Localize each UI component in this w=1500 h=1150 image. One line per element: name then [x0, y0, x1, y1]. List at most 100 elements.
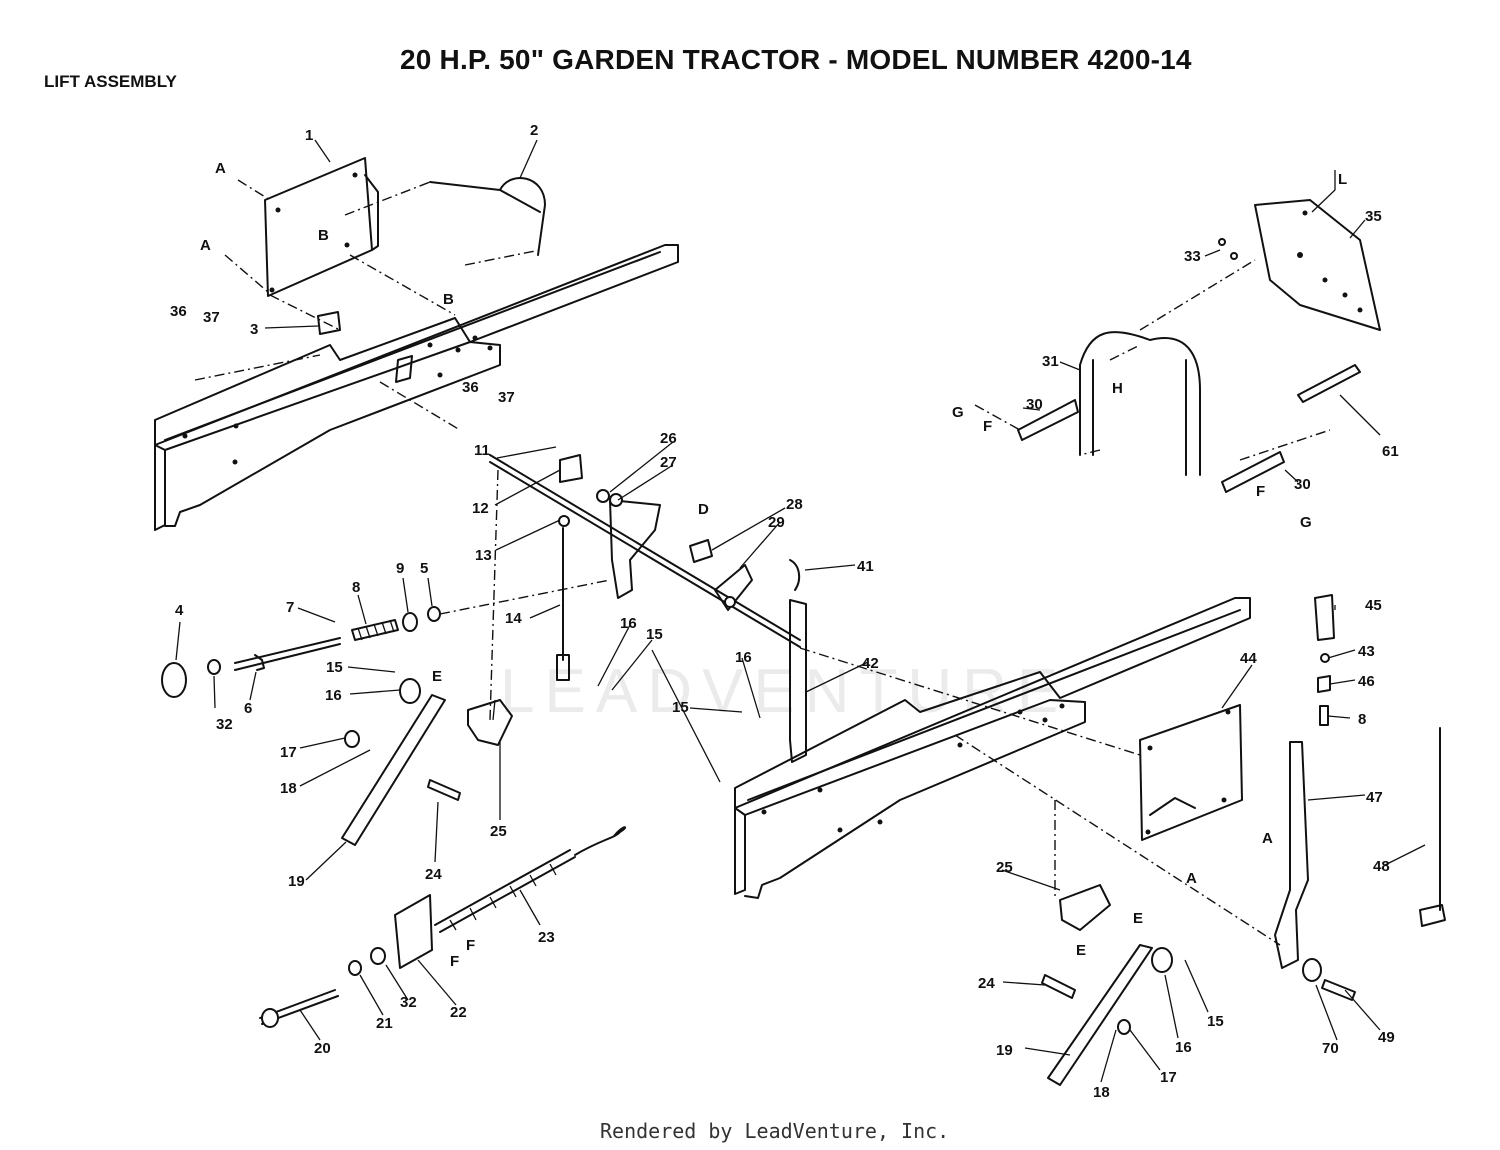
callout-16c: 16: [735, 649, 752, 666]
callout-labels: 1 2 3 4 5 6 7 8 8 9 11 12 13 14 15 15 15…: [170, 122, 1399, 1101]
callout-8b: 8: [1358, 711, 1366, 728]
letter-A1: A: [215, 160, 226, 177]
callout-18b: 18: [1093, 1084, 1110, 1101]
callout-31: 31: [1042, 353, 1059, 370]
callout-17a: 17: [280, 744, 297, 761]
footer-credit: Rendered by LeadVenture, Inc.: [600, 1119, 950, 1143]
letter-B2: B: [443, 291, 454, 308]
callout-5: 5: [420, 560, 428, 577]
callout-8a: 8: [352, 579, 360, 596]
callout-37a: 37: [203, 309, 220, 326]
part-25-bracket-left: [467, 699, 513, 746]
letter-D: D: [698, 501, 709, 518]
callout-13: 13: [475, 547, 492, 564]
left-frame-rail: [154, 244, 679, 531]
callout-9: 9: [396, 560, 404, 577]
callout-16b: 16: [620, 615, 637, 632]
callout-15a: 15: [326, 659, 343, 676]
letter-L: L: [1338, 171, 1347, 188]
callout-30b: 30: [1294, 476, 1311, 493]
letter-E3: E: [1076, 942, 1086, 959]
callout-21: 21: [376, 1015, 393, 1032]
assembly-lines: [194, 179, 1331, 946]
letter-A2: A: [200, 237, 211, 254]
part-23-spring: [434, 826, 627, 933]
part-44-mounting-plate: [1139, 704, 1243, 841]
callout-33: 33: [1184, 248, 1201, 265]
callout-12: 12: [472, 500, 489, 517]
letter-A3: A: [1262, 830, 1273, 847]
upper-right-assembly: [1017, 199, 1381, 493]
callout-27: 27: [660, 454, 677, 471]
letter-F1: F: [983, 418, 992, 435]
callout-49: 49: [1378, 1029, 1395, 1046]
letter-F2: F: [1256, 483, 1265, 500]
part-14-rod: [556, 515, 570, 681]
callout-25b: 25: [996, 859, 1013, 876]
spring-group: [161, 606, 441, 698]
part-19-left-link: [341, 678, 461, 846]
callout-32b: 32: [400, 994, 417, 1011]
callout-41: 41: [857, 558, 874, 575]
right-lower-linkage: [1041, 884, 1173, 1086]
callout-7: 7: [286, 599, 294, 616]
callout-15d: 15: [1207, 1013, 1224, 1030]
callout-24b: 24: [978, 975, 995, 992]
callout-70: 70: [1322, 1040, 1339, 1057]
callout-16d: 16: [1175, 1039, 1192, 1056]
callout-32a: 32: [216, 716, 233, 733]
callout-19a: 19: [288, 873, 305, 890]
callout-18a: 18: [280, 780, 297, 797]
callout-17b: 17: [1160, 1069, 1177, 1086]
callout-35: 35: [1365, 208, 1382, 225]
callout-23: 23: [538, 929, 555, 946]
part-42-link: [789, 559, 807, 763]
callout-3: 3: [250, 321, 258, 338]
lever-47: [1274, 594, 1446, 1001]
callout-29: 29: [768, 514, 785, 531]
page-title: 20 H.P. 50" GARDEN TRACTOR - MODEL NUMBE…: [400, 44, 1192, 75]
letter-F4: F: [450, 953, 459, 970]
callout-25a: 25: [490, 823, 507, 840]
callout-44: 44: [1240, 650, 1257, 667]
section-label: LIFT ASSEMBLY: [44, 72, 177, 91]
letter-H: H: [1112, 380, 1123, 397]
callout-26: 26: [660, 430, 677, 447]
callout-43: 43: [1358, 643, 1375, 660]
part-2-rod: [429, 177, 546, 256]
callout-19b: 19: [996, 1042, 1013, 1059]
letter-G1: G: [952, 404, 964, 421]
callout-6: 6: [244, 700, 252, 717]
callout-48: 48: [1373, 858, 1390, 875]
callout-14: 14: [505, 610, 522, 627]
callout-61: 61: [1382, 443, 1399, 460]
callout-36b: 36: [462, 379, 479, 396]
letter-E1: E: [432, 668, 442, 685]
letter-F3: F: [466, 937, 475, 954]
callout-24a: 24: [425, 866, 442, 883]
callout-16a: 16: [325, 687, 342, 704]
letter-G2: G: [1300, 514, 1312, 531]
leader-lines: [175, 139, 1426, 1083]
callout-2: 2: [530, 122, 538, 139]
callout-22: 22: [450, 1004, 467, 1021]
callout-36a: 36: [170, 303, 187, 320]
callout-15b: 15: [646, 626, 663, 643]
callout-1: 1: [305, 127, 313, 144]
callout-47: 47: [1366, 789, 1383, 806]
callout-45: 45: [1365, 597, 1382, 614]
callout-46: 46: [1358, 673, 1375, 690]
callout-20: 20: [314, 1040, 331, 1057]
callout-30a: 30: [1026, 396, 1043, 413]
callout-4: 4: [175, 602, 184, 619]
part-1-mounting-plate: [264, 157, 379, 297]
callout-42: 42: [862, 655, 879, 672]
right-frame-rail: [734, 597, 1251, 899]
watermark: LEADVENTURE: [500, 657, 1068, 726]
part-3-tab: [317, 311, 341, 335]
letter-E2: E: [1133, 910, 1143, 927]
callout-15c: 15: [672, 699, 689, 716]
letter-A4: A: [1186, 870, 1197, 887]
callout-37b: 37: [498, 389, 515, 406]
